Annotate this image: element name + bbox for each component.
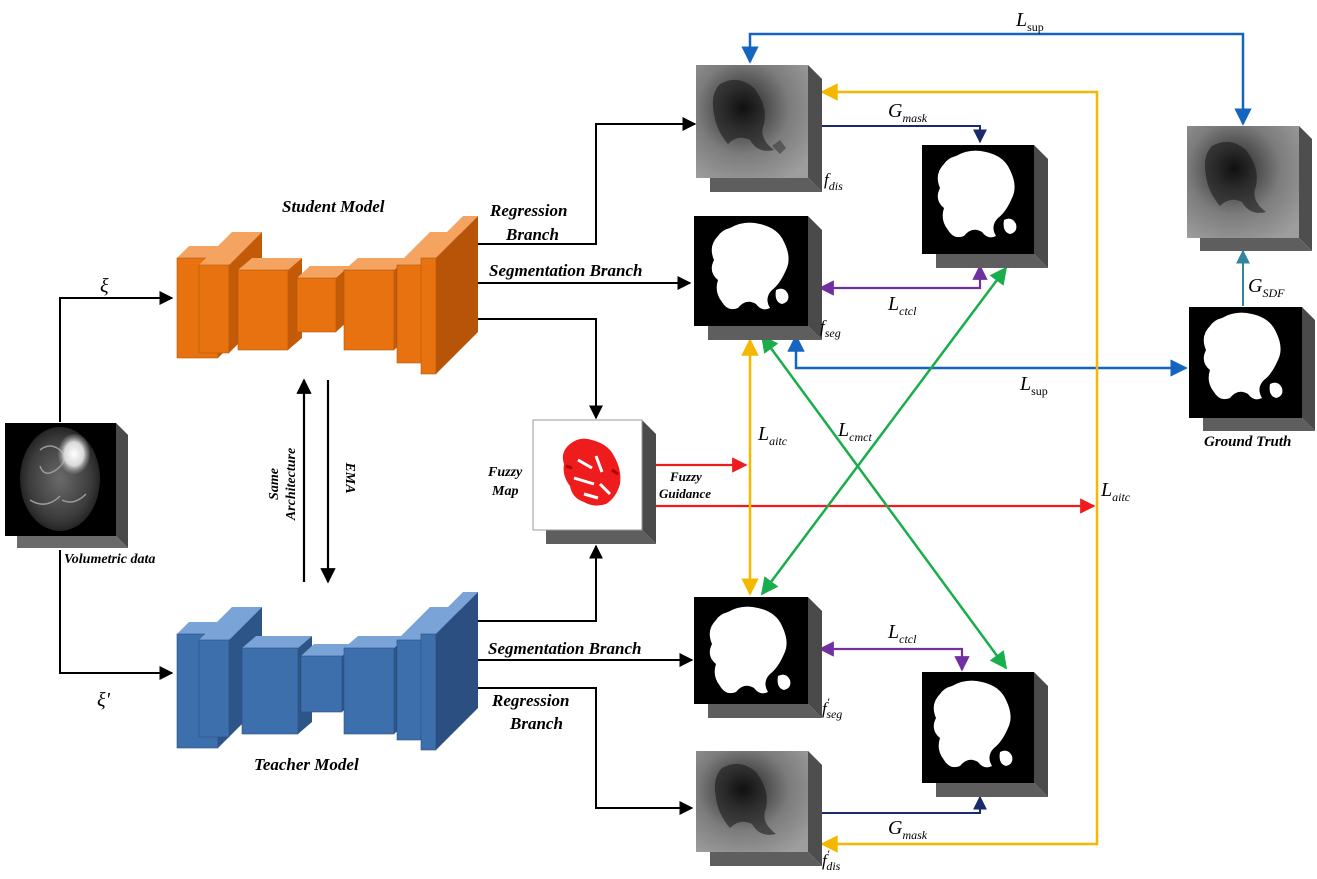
f-seg-prime-label: f'seg <box>822 695 842 721</box>
gmask-top-arrow <box>822 125 987 144</box>
teacher-binary-mask-image <box>922 672 1048 797</box>
student-regression-label-line2: Branch <box>505 225 559 244</box>
fuzzy-guidance-label-line1: Fuzzy <box>669 469 702 484</box>
student-to-fuzzy-arrow <box>478 318 603 420</box>
teacher-to-fuzzy-arrow <box>478 544 603 622</box>
student-model-network <box>176 216 478 375</box>
volumetric-data-label: Volumetric data <box>64 552 155 567</box>
lctcl-top-arrow <box>818 264 988 296</box>
lsup-bottom-label: Lsup <box>1019 373 1048 398</box>
laitc-right-label: Laitc <box>1100 479 1131 504</box>
lctcl-bottom-arrow <box>818 641 970 672</box>
laitc-left-label: Laitc <box>757 423 788 448</box>
teacher-regression-label-line2: Branch <box>509 714 563 733</box>
teacher-model-label: Teacher Model <box>254 755 359 774</box>
f-dis-prime-label: f'dis <box>822 847 841 873</box>
teacher-segmentation-mask-image <box>694 597 822 718</box>
lcmct-label: Lcmct <box>837 419 872 444</box>
student-regression-label-line1: Regression <box>489 201 567 220</box>
fuzzy-guidance-label-line2: Guidance <box>659 486 711 501</box>
laitc-loop-arrow <box>820 83 1099 853</box>
student-segmentation-mask-image <box>694 216 822 340</box>
gmask-bottom-arrow <box>822 795 987 814</box>
fuzzy-map-label-line2: Map <box>491 484 518 499</box>
volumetric-data-image <box>5 423 128 548</box>
gsdf-label: GSDF <box>1248 275 1285 300</box>
fuzzy-map-label-line1: Fuzzy <box>487 465 523 480</box>
f-seg-label: fseg <box>820 317 841 340</box>
student-binary-mask-image <box>922 145 1048 268</box>
lcmct-arrow-b <box>760 334 1008 670</box>
input-to-teacher-arrow <box>59 550 174 680</box>
lctcl-bottom-label: Lctcl <box>887 621 917 646</box>
gmask-top-label: Gmask <box>888 100 928 125</box>
teacher-segmentation-label: Segmentation Branch <box>488 639 642 658</box>
ground-truth-label: Ground Truth <box>1204 434 1291 450</box>
lsup-top-label: Lsup <box>1015 9 1044 34</box>
same-architecture-label-line2: Architecture <box>284 448 299 521</box>
lsup-bottom-arrow <box>787 334 1188 377</box>
student-regression-arrow <box>478 117 697 245</box>
same-architecture-label-line1: Same <box>267 468 282 500</box>
ema-label: EMA <box>342 461 357 493</box>
lsup-top-arrow <box>741 32 1252 126</box>
lctcl-top-label: Lctcl <box>887 293 917 318</box>
input-to-student-arrow <box>59 291 174 422</box>
f-dis-label: fdis <box>824 170 843 193</box>
xi-label: ξ <box>100 275 109 297</box>
student-model-label: Student Model <box>282 197 385 216</box>
teacher-regression-label-line1: Regression <box>491 691 569 710</box>
ground-truth-mask-image <box>1189 307 1315 431</box>
teacher-model-network <box>176 592 478 751</box>
student-distance-map-image <box>696 65 822 192</box>
ground-truth-sdf-image <box>1187 126 1312 251</box>
student-segmentation-label: Segmentation Branch <box>489 261 643 280</box>
fuzzy-map-image <box>532 419 656 544</box>
teacher-distance-map-image <box>696 751 822 866</box>
xi-prime-label: ξ' <box>97 689 111 711</box>
gmask-bottom-label: Gmask <box>888 817 928 842</box>
teacher-regression-arrow <box>478 687 694 815</box>
